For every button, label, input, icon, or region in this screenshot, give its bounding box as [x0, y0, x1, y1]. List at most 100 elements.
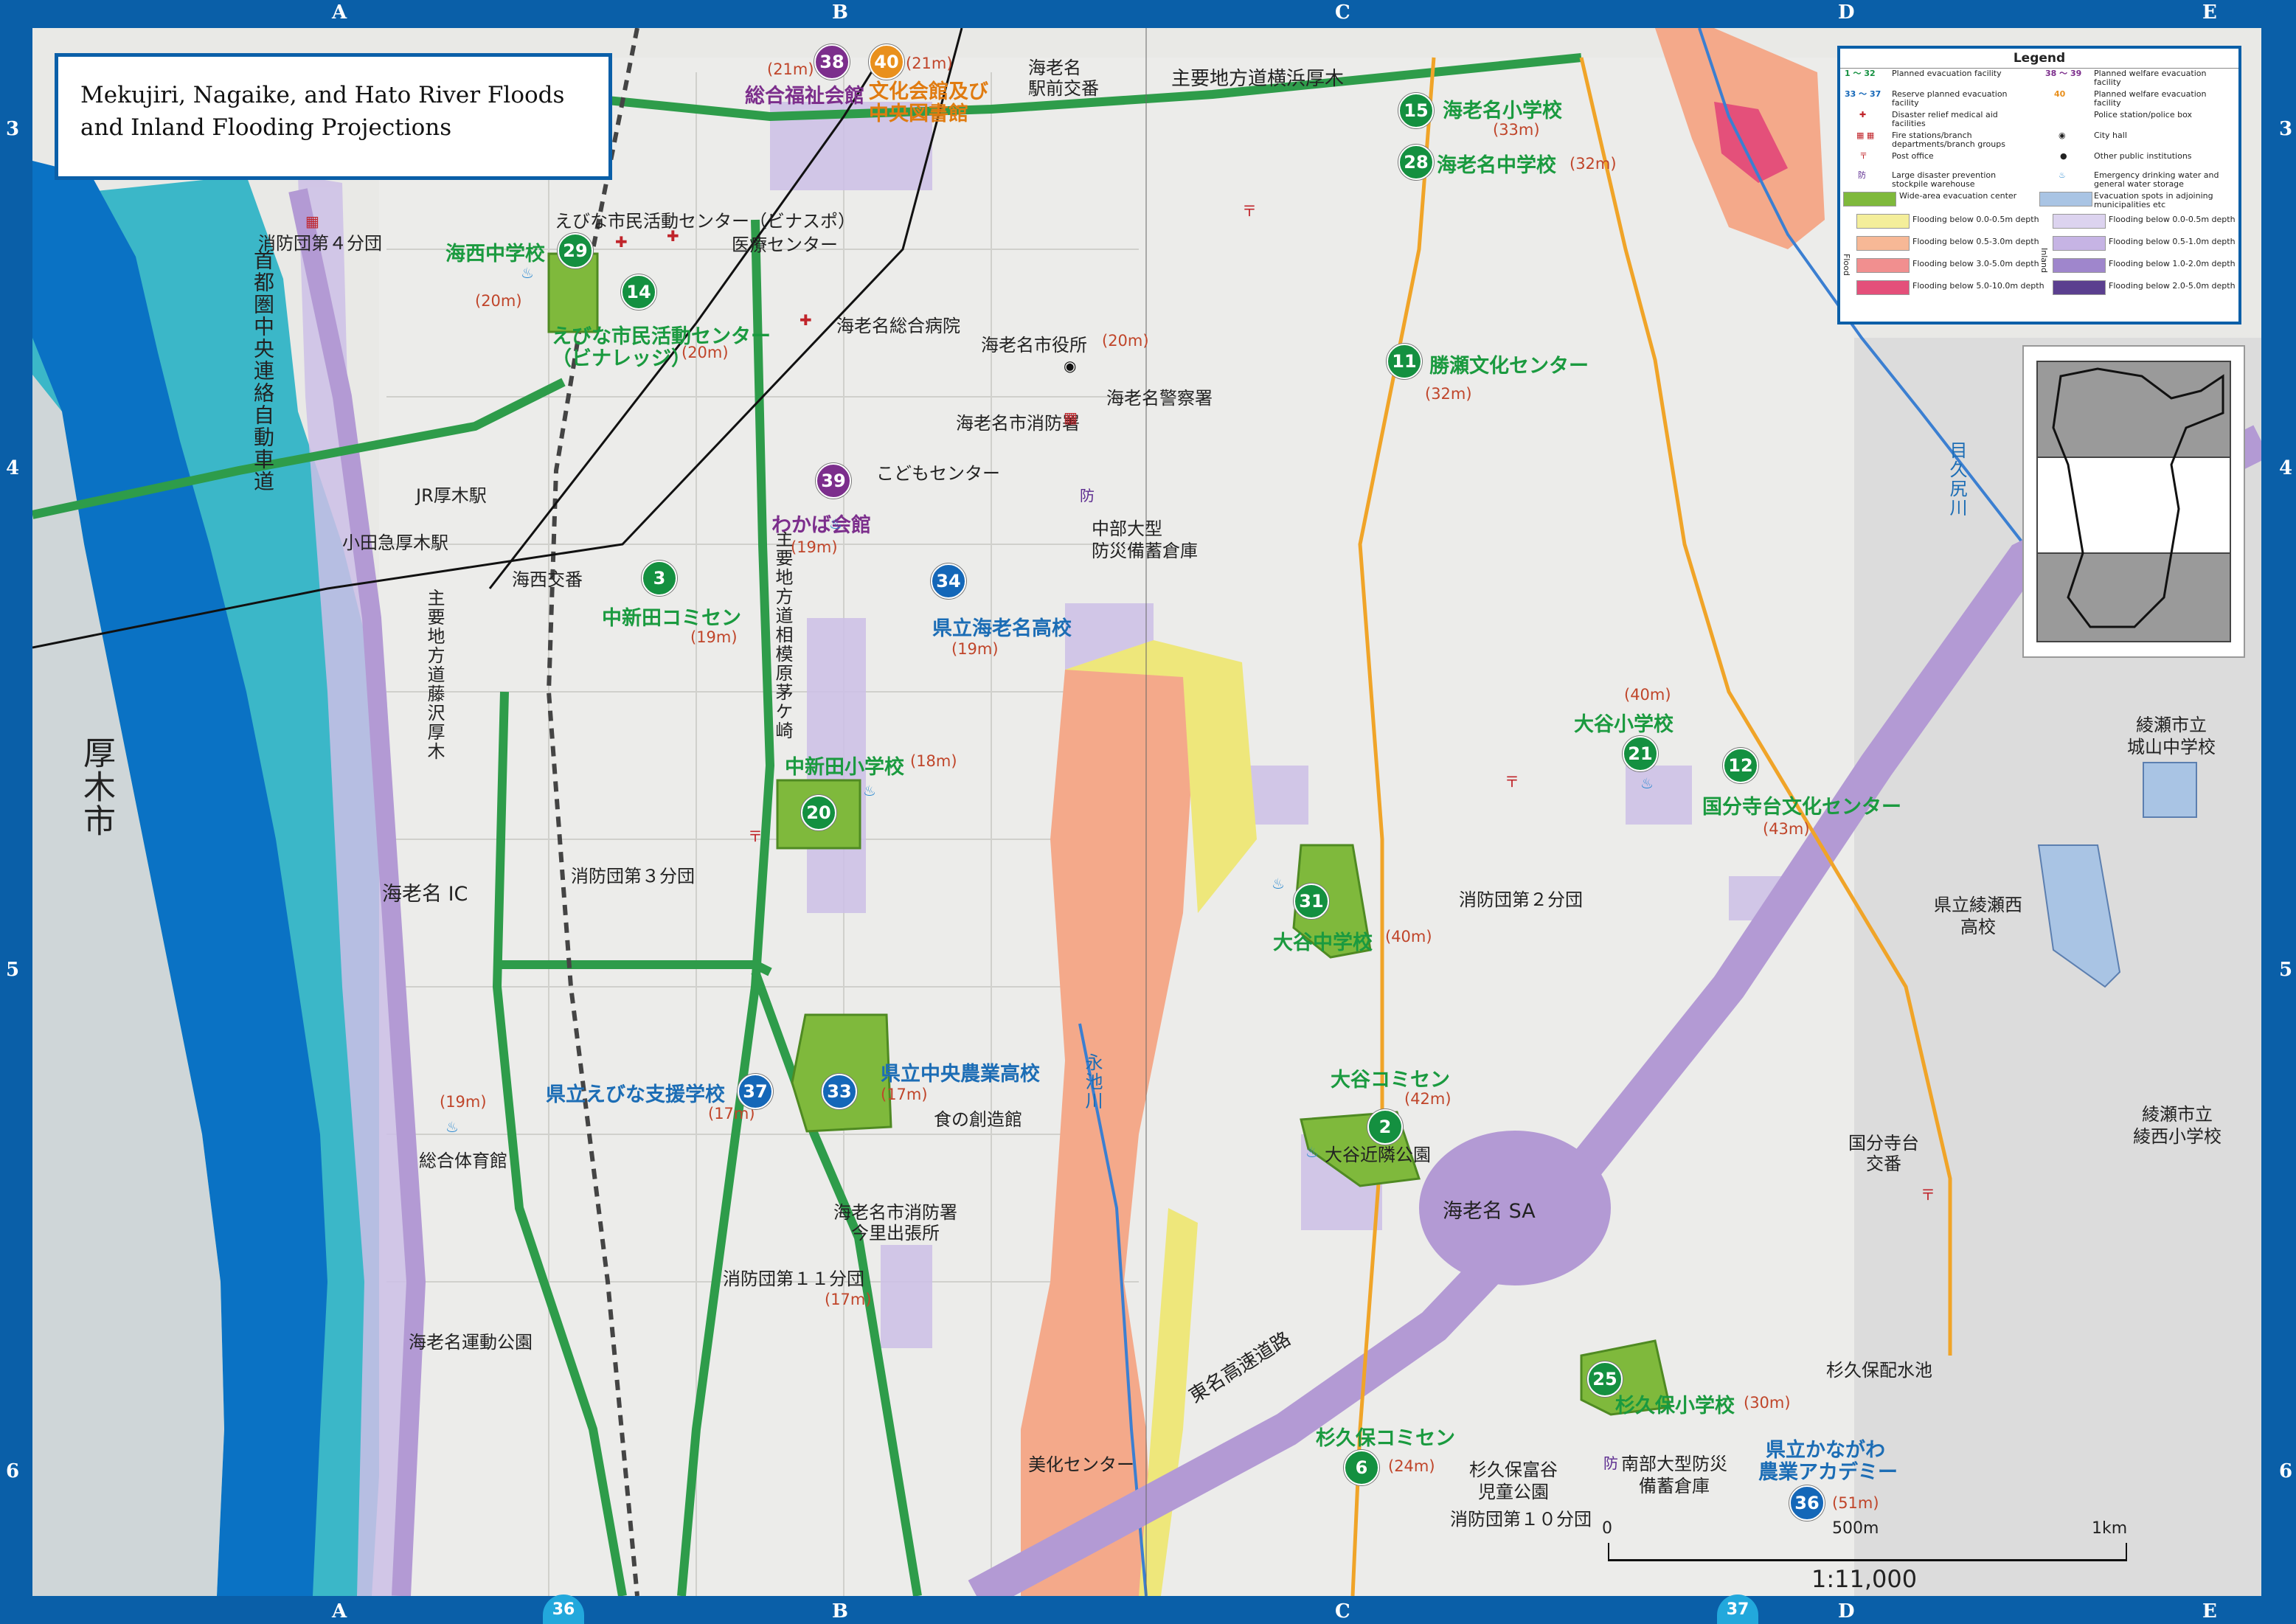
label-wakaba: わかば会館	[771, 514, 871, 537]
marker-3[interactable]: 3	[642, 561, 677, 596]
elev-11: (32m)	[1425, 385, 1472, 403]
legend-txt-1b: Planned welfare evacuation facility	[2094, 69, 2207, 87]
station-jr-atsugi[interactable]: JR厚木駅	[416, 485, 487, 506]
label-shobosho: 海老名市消防署	[956, 413, 1080, 434]
row-label-3-left: 3	[6, 118, 20, 140]
marker-25[interactable]: 25	[1587, 1361, 1623, 1397]
label-sougou-taiikukan: 総合体育館	[419, 1151, 507, 1171]
marker-29[interactable]: 29	[558, 233, 593, 268]
legend-txt-6b: Emergency drinking water and general wat…	[2094, 170, 2219, 189]
marker-33[interactable]: 33	[822, 1074, 857, 1109]
label-shobodan11: 消防団第１１分団	[723, 1269, 864, 1289]
elev-15: (33m)	[1493, 121, 1540, 139]
marker-39[interactable]: 39	[816, 463, 851, 499]
stockpile-warehouse-icon: 防	[1080, 487, 1095, 504]
marker-37[interactable]: 37	[738, 1074, 773, 1109]
label-shobodan10: 消防団第１０分団	[1450, 1509, 1592, 1530]
eike-flood-orange	[1021, 655, 1198, 1596]
ebina-sa-shape	[1419, 1131, 1611, 1285]
label-bunka-kaikan-2: 中央図書館	[869, 103, 968, 125]
legend-txt-4b: City hall	[2094, 131, 2127, 140]
marker-31[interactable]: 31	[1294, 884, 1329, 919]
legend-title: Legend	[1840, 49, 2238, 69]
water-supply-icon: ♨	[445, 1118, 459, 1136]
legend-swatch-f4	[1856, 280, 1910, 295]
legend-swatch-f3	[1856, 258, 1910, 273]
elev-39: (19m)	[791, 538, 838, 556]
marker-40[interactable]: 40	[869, 44, 904, 80]
label-nakashinden-es: 中新田小学校	[785, 756, 904, 779]
orange-route-east	[1579, 57, 1952, 1356]
label-shobodan3: 消防団第３分団	[571, 866, 695, 886]
label-ebina-shien: 県立えびな支援学校	[546, 1083, 725, 1106]
marker-6[interactable]: 6	[1344, 1450, 1379, 1485]
elev-shobodan11: (17m)	[825, 1291, 872, 1308]
label-sugikubo-jido: 杉久保富谷 児童公園	[1469, 1460, 1558, 1502]
road-label-ken-o: 首都圏中央連絡自動車道	[251, 249, 275, 493]
legend-txt-i2: Flooding below 0.5-1.0m depth	[2109, 237, 2236, 246]
label-ebina-es: 海老名小学校	[1443, 100, 1562, 122]
col-label-d-bottom: D	[1838, 1600, 1855, 1623]
legend-txt-1: Planned evacuation facility	[1892, 69, 2002, 78]
marker-20[interactable]: 20	[801, 795, 836, 830]
marker-12[interactable]: 12	[1723, 748, 1758, 783]
medical-cross-icon: ✚	[615, 233, 628, 251]
sagami-river	[32, 161, 327, 1596]
elev-28: (32m)	[1570, 155, 1617, 173]
legend-txt-3b: Police station/police box	[2094, 110, 2192, 119]
label-oya-es: 大谷小学校	[1574, 713, 1674, 736]
marker-28[interactable]: 28	[1398, 145, 1434, 180]
label-vinalage-1: えびな市民活動センター	[552, 325, 771, 348]
row-label-6-right: 6	[2279, 1460, 2293, 1482]
post-office-icon: 〒	[748, 827, 763, 845]
marker-34[interactable]: 34	[931, 563, 966, 599]
label-katsuse: 勝瀬文化センター	[1429, 355, 1589, 378]
elev-14: (20m)	[681, 344, 729, 361]
koban-kokubunjidai: 国分寺台 交番	[1848, 1133, 1919, 1174]
railway-odakyu	[32, 28, 963, 649]
label-vinaspo: えびな市民活動センター（ビナスポ）	[555, 211, 856, 232]
marker-21[interactable]: 21	[1623, 736, 1658, 771]
legend-flood-label: Flood	[1842, 254, 1851, 276]
marker-36[interactable]: 36	[1789, 1485, 1825, 1521]
label-nakashinden-comisen: 中新田コミセン	[602, 607, 741, 630]
ken-o-expressway	[288, 188, 426, 1596]
legend-swatch-i2	[2053, 236, 2106, 251]
scale-zero: 0	[1602, 1519, 1612, 1538]
legend-swatch-i1	[2053, 214, 2106, 229]
col-label-c-top: C	[1335, 1, 1350, 24]
legend-inland-label: Inland	[2039, 248, 2049, 273]
legend-txt-5b: Other public institutions	[2094, 151, 2192, 161]
road-label-fujisawa-atsugi: 主要地方道藤沢厚木	[424, 589, 445, 761]
legend-swatch-wide	[1843, 192, 1896, 207]
water-supply-icon: ♨	[1272, 875, 1285, 892]
legend-txt-7: Wide-area evacuation center	[1899, 191, 2017, 201]
col-label-b-bottom: B	[832, 1600, 848, 1623]
marker-15[interactable]: 15	[1398, 93, 1434, 128]
map-title-box: Mekujiri, Nagaike, and Hato River Floods…	[55, 53, 612, 180]
col-label-a-top: A	[332, 1, 347, 24]
map-title-line-1: Mekujiri, Nagaike, and Hato River Floods	[80, 82, 565, 108]
station-odakyu-atsugi[interactable]: 小田急厚木駅	[342, 532, 448, 553]
label-sougou-fukushi: 総合福祉会館	[745, 85, 864, 108]
elev-shiyakusho: (20m)	[1102, 332, 1149, 350]
elev-34: (19m)	[951, 640, 999, 658]
adjoining-spots	[2037, 762, 2197, 988]
marker-14[interactable]: 14	[621, 274, 656, 310]
area-33	[791, 1013, 892, 1133]
water-supply-icon: ♨	[521, 264, 534, 282]
elev-38: (21m)	[767, 60, 814, 78]
label-ebina-hs: 県立海老名高校	[932, 617, 1072, 640]
eike-flood-yellow	[1065, 640, 1257, 913]
marker-11[interactable]: 11	[1387, 344, 1422, 379]
legend-txt-i1: Flooding below 0.0-0.5m depth	[2109, 215, 2236, 224]
label-chubu-bichiku: 中部大型 防災備蓄倉庫	[1092, 518, 1198, 561]
elev-29: (20m)	[475, 292, 522, 310]
marker-2[interactable]: 2	[1367, 1109, 1403, 1145]
marker-38[interactable]: 38	[814, 44, 850, 80]
label-nogyo-academy-1: 県立かながわ	[1766, 1439, 1885, 1462]
medical-cross-icon: ✚	[667, 227, 679, 245]
elev-20: (18m)	[910, 752, 957, 770]
row-label-4-left: 4	[6, 457, 20, 479]
